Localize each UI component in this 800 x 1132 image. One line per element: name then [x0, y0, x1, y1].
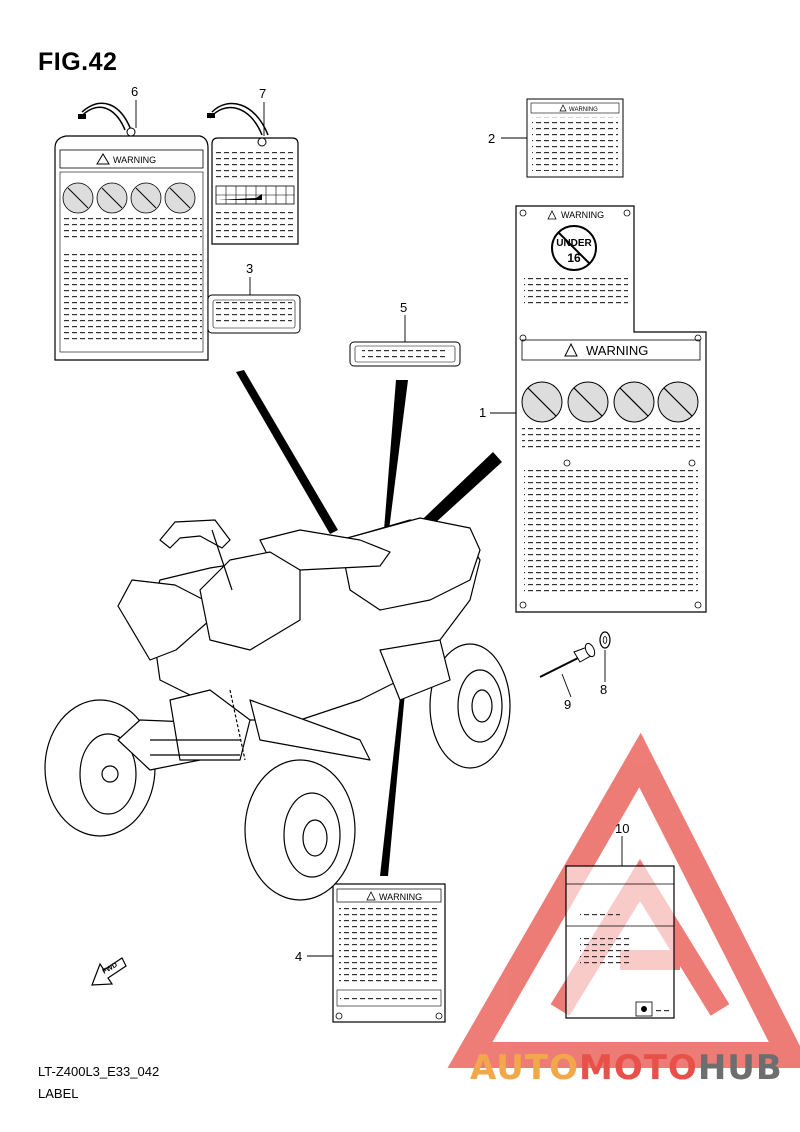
label-2: WARNING — [526, 98, 624, 178]
figure-caption: LABEL — [38, 1086, 79, 1101]
callout-8: 8 — [600, 682, 608, 697]
watermark-part-auto: AUTO — [470, 1048, 579, 1088]
fwd-arrow-icon: FWD — [91, 957, 127, 986]
callout-1: 1 — [479, 405, 487, 420]
atv-illustration — [44, 517, 511, 901]
label-1: WARNING UNDER 16 WARNING — [515, 205, 707, 613]
washer-8 — [599, 631, 611, 649]
label-4: WARNING — [332, 883, 446, 1023]
warning-text-1a: WARNING — [561, 210, 604, 220]
warning-text-1b: WARNING — [586, 343, 648, 358]
warning-text-4: WARNING — [379, 892, 422, 902]
label-5 — [349, 341, 461, 367]
leader-lines — [135, 100, 623, 957]
age-text: 16 — [567, 251, 581, 265]
warning-text-2: WARNING — [569, 107, 598, 113]
watermark-text: AUTOMOTOHUB — [470, 1048, 783, 1088]
watermark-part-moto: MOTO — [578, 1048, 698, 1088]
callout-7: 7 — [259, 86, 267, 101]
under-text: UNDER — [556, 238, 592, 249]
label-6-hang-tag: WARNING — [54, 102, 209, 361]
rivet-9 — [539, 642, 596, 678]
figure-title: FIG.42 — [38, 48, 118, 76]
callout-5: 5 — [400, 300, 408, 315]
callout-4: 4 — [295, 949, 303, 964]
callout-2: 2 — [488, 131, 496, 146]
warning-text-6: WARNING — [113, 155, 156, 165]
label-10 — [565, 865, 675, 1019]
label-7-hang-tag — [207, 102, 299, 245]
label-3 — [207, 294, 301, 334]
callout-9: 9 — [564, 697, 572, 712]
callout-10: 10 — [615, 821, 630, 836]
watermark-part-hub: HUB — [697, 1048, 783, 1088]
callout-6: 6 — [131, 84, 139, 99]
model-code: LT-Z400L3_E33_042 — [38, 1064, 160, 1079]
callout-3: 3 — [246, 261, 254, 276]
